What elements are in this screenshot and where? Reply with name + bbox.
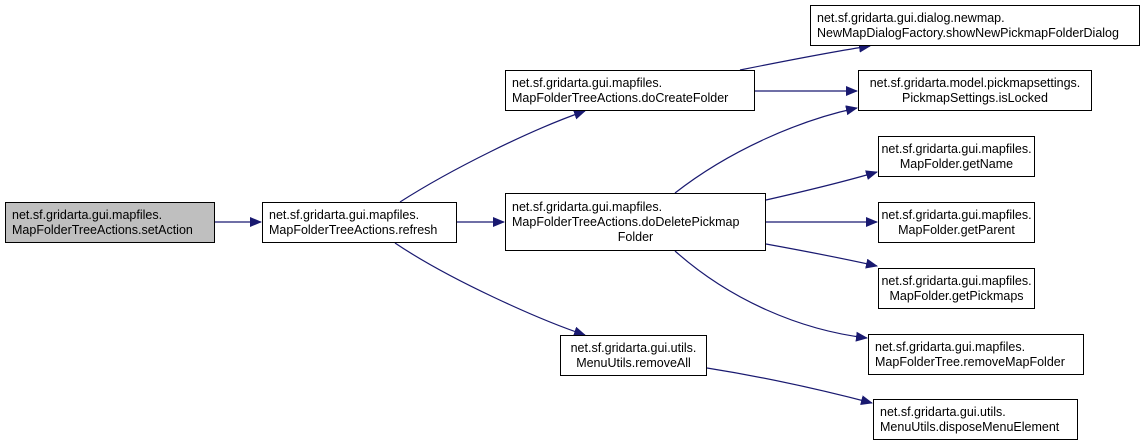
node-refresh-package: net.sf.gridarta.gui.mapfiles. [269, 207, 420, 222]
node-removeMapFolder[interactable]: net.sf.gridarta.gui.mapfiles. MapFolderT… [868, 334, 1084, 375]
node-getName-package: net.sf.gridarta.gui.mapfiles. [881, 141, 1032, 156]
node-disposeMenuElement-method: MenuUtils.disposeMenuElement [880, 419, 1060, 434]
edge-doCreateFolder-showNewPickmapFolderDialog [739, 42, 871, 71]
edge-refresh-doCreateFolder [399, 109, 586, 203]
node-removeAll-method: MenuUtils.removeAll [576, 355, 691, 370]
node-getPickmaps-method: MapFolder.getPickmaps [889, 288, 1024, 303]
node-setAction-method: MapFolderTreeActions.setAction [12, 222, 193, 237]
node-showNewPickmapFolderDialog-package: net.sf.gridarta.gui.dialog.newmap. [817, 10, 1005, 25]
node-showNewPickmapFolderDialog-method: NewMapDialogFactory.showNewPickmapFolder… [817, 25, 1119, 40]
edge-doDeletePickmapFolder-getName [765, 170, 878, 201]
node-doCreateFolder-method: MapFolderTreeActions.doCreateFolder [512, 90, 729, 105]
node-getPickmaps[interactable]: net.sf.gridarta.gui.mapfiles. MapFolder.… [878, 268, 1035, 309]
node-disposeMenuElement[interactable]: net.sf.gridarta.gui.utils. MenuUtils.dis… [873, 399, 1078, 440]
node-doDeletePickmapFolder-method-cont: Folder [617, 229, 654, 244]
node-isLocked[interactable]: net.sf.gridarta.model.pickmapsettings. P… [858, 70, 1092, 111]
node-doDeletePickmapFolder-method: MapFolderTreeActions.doDeletePickmap [512, 214, 740, 229]
node-refresh-method: MapFolderTreeActions.refresh [269, 222, 438, 237]
node-disposeMenuElement-package: net.sf.gridarta.gui.utils. [880, 404, 1006, 419]
node-isLocked-method: PickmapSettings.isLocked [902, 90, 1048, 105]
node-doCreateFolder-package: net.sf.gridarta.gui.mapfiles. [512, 75, 663, 90]
node-getName[interactable]: net.sf.gridarta.gui.mapfiles. MapFolder.… [878, 136, 1035, 177]
node-showNewPickmapFolderDialog[interactable]: net.sf.gridarta.gui.dialog.newmap. NewMa… [810, 5, 1140, 46]
node-removeMapFolder-method: MapFolderTree.removeMapFolder [875, 354, 1065, 369]
node-getParent[interactable]: net.sf.gridarta.gui.mapfiles. MapFolder.… [878, 202, 1035, 243]
edge-doDeletePickmapFolder-isLocked [674, 105, 858, 194]
node-setAction[interactable]: net.sf.gridarta.gui.mapfiles. MapFolderT… [5, 202, 215, 243]
edge-doDeletePickmapFolder-removeMapFolder [674, 250, 868, 342]
edge-removeAll-disposeMenuElement [706, 367, 873, 406]
node-refresh[interactable]: net.sf.gridarta.gui.mapfiles. MapFolderT… [262, 202, 457, 243]
node-doDeletePickmapFolder-package: net.sf.gridarta.gui.mapfiles. [512, 199, 663, 214]
node-removeMapFolder-package: net.sf.gridarta.gui.mapfiles. [875, 339, 1026, 354]
node-doCreateFolder[interactable]: net.sf.gridarta.gui.mapfiles. MapFolderT… [505, 70, 755, 111]
node-getName-method: MapFolder.getName [899, 156, 1014, 171]
edge-refresh-removeAll [394, 242, 586, 337]
node-setAction-package: net.sf.gridarta.gui.mapfiles. [12, 207, 163, 222]
node-getParent-method: MapFolder.getParent [898, 222, 1015, 237]
node-removeAll[interactable]: net.sf.gridarta.gui.utils. MenuUtils.rem… [560, 335, 707, 376]
edge-doDeletePickmapFolder-getPickmaps [765, 243, 878, 269]
node-getParent-package: net.sf.gridarta.gui.mapfiles. [881, 207, 1032, 222]
node-isLocked-package: net.sf.gridarta.model.pickmapsettings. [869, 75, 1081, 90]
node-removeAll-package: net.sf.gridarta.gui.utils. [570, 340, 697, 355]
node-getPickmaps-package: net.sf.gridarta.gui.mapfiles. [881, 273, 1032, 288]
node-doDeletePickmapFolder[interactable]: net.sf.gridarta.gui.mapfiles. MapFolderT… [505, 193, 766, 251]
